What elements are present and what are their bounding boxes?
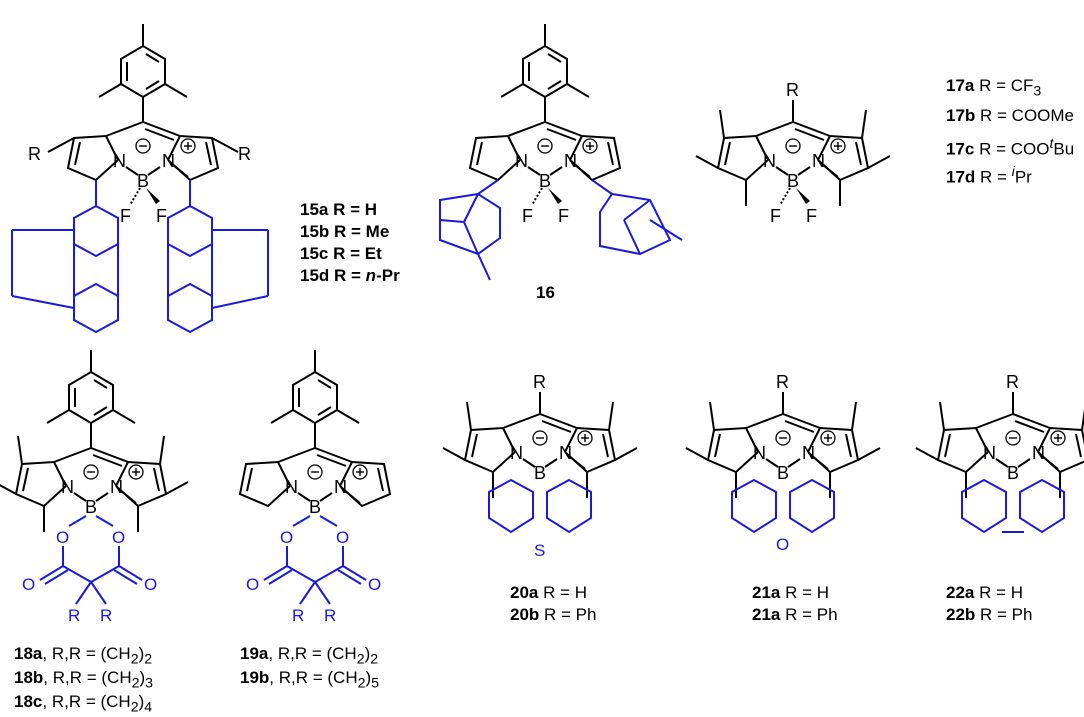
label-18a: 18a, R,R = (CH2)2 — [14, 644, 153, 668]
label-17c: 17c R = COOtBu — [946, 136, 1075, 159]
label-15a: 15a R = H — [300, 200, 378, 219]
label-15c: 15c R = Et — [300, 244, 382, 263]
label-18b: 18b, R,R = (CH2)3 — [14, 668, 154, 692]
svg-text:R: R — [776, 372, 789, 392]
label-16: 16 — [536, 283, 555, 302]
svg-text:R: R — [786, 80, 799, 100]
structure-21: R O — [685, 372, 881, 554]
label-20b: 20b R = Ph — [510, 605, 597, 624]
structure-15: R R — [11, 23, 269, 334]
label-15d: 15d R = n-Pr — [300, 266, 400, 285]
structure-17: R — [695, 80, 891, 227]
svg-text:R: R — [533, 372, 546, 392]
label-15b: 15b R = Me — [300, 222, 390, 241]
svg-text:R: R — [238, 144, 251, 164]
label-17b: 17b R = COOMe — [946, 106, 1075, 125]
structure-16 — [439, 23, 683, 281]
structure-19 — [239, 349, 391, 625]
label-21a-ph: 21a R = Ph — [752, 605, 838, 624]
label-18c: 18c, R,R = (CH2)4 — [14, 692, 153, 716]
label-19a: 19a, R,R = (CH2)2 — [240, 644, 379, 668]
structure-20: R S — [442, 372, 638, 560]
label-17a: 17a R = CF3 — [946, 76, 1042, 100]
label-19b: 19b, R,R = (CH2)5 — [240, 668, 380, 692]
label-17d: 17d R = iPr — [946, 164, 1032, 187]
label-20a: 20a R = H — [510, 583, 588, 602]
structure-22: R — [915, 372, 1084, 533]
svg-text:S: S — [534, 541, 545, 560]
svg-text:R: R — [1006, 372, 1019, 392]
label-22a: 22a R = H — [946, 583, 1024, 602]
label-22b: 22b R = Ph — [946, 605, 1033, 624]
svg-text:O: O — [776, 535, 789, 554]
svg-text:R: R — [28, 144, 41, 164]
structure-18 — [0, 349, 189, 625]
label-21a: 21a R = H — [752, 583, 830, 602]
